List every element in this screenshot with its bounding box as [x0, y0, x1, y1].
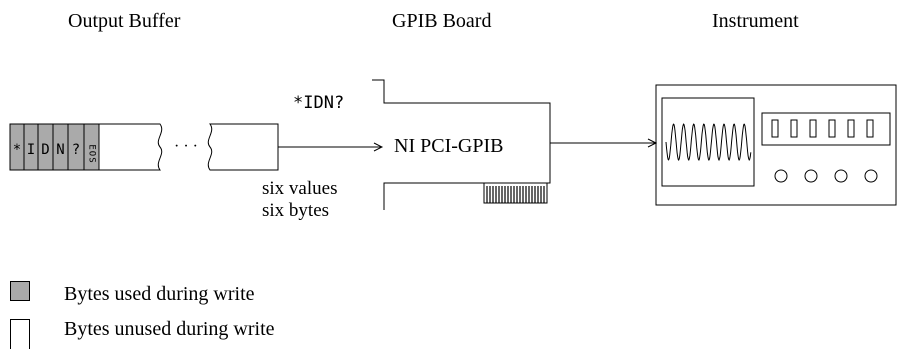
board-connector-pins [486, 186, 545, 203]
buffer-byte-i: I [27, 142, 35, 158]
knob [834, 169, 848, 183]
instrument-display-panel [761, 112, 891, 146]
buffer-byte-question: ? [72, 142, 80, 158]
oscilloscope-screen [661, 97, 755, 187]
display-digit [790, 119, 798, 138]
instrument-knobs [774, 169, 878, 183]
knob [774, 169, 788, 183]
buffer-byte-n: N [56, 142, 64, 158]
arrow-buffer-to-board [278, 142, 384, 152]
knob [864, 169, 878, 183]
heading-gpib-board: GPIB Board [392, 10, 492, 32]
display-digit [866, 119, 874, 138]
legend-label-unused: Bytes unused during write [64, 318, 275, 340]
display-digit [809, 119, 817, 138]
board-connector [483, 182, 548, 204]
display-digit [771, 119, 779, 138]
note-six-values: six values [262, 178, 338, 199]
instrument-chassis [655, 84, 897, 206]
gpib-board [372, 79, 551, 210]
legend-label-used: Bytes used during write [64, 283, 255, 305]
oscilloscope-waveform [665, 123, 752, 162]
display-digit [847, 119, 855, 138]
board-label: NI PCI-GPIB [394, 135, 504, 157]
buffer-ellipsis: · · · [174, 138, 198, 155]
buffer-byte-d: D [41, 142, 49, 158]
instrument-display-digits [771, 119, 874, 138]
buffer-byte-eos: EOS [87, 144, 97, 163]
legend-swatch-unused [10, 319, 30, 349]
arrow-board-to-instrument [550, 138, 658, 148]
heading-output-buffer: Output Buffer [68, 10, 181, 32]
buffer-byte-star: * [13, 142, 21, 158]
knob [804, 169, 818, 183]
buffer-cell-eos [83, 123, 100, 171]
buffer-unused-bytes: · · · [99, 123, 279, 171]
display-digit [828, 119, 836, 138]
instrument [655, 84, 897, 206]
command-label: *IDN? [293, 93, 345, 113]
heading-instrument: Instrument [712, 10, 799, 32]
buffer-used-bytes: * I D N ? EOS [9, 123, 100, 171]
legend-swatch-used [10, 281, 30, 301]
note-six-bytes: six bytes [262, 200, 330, 221]
